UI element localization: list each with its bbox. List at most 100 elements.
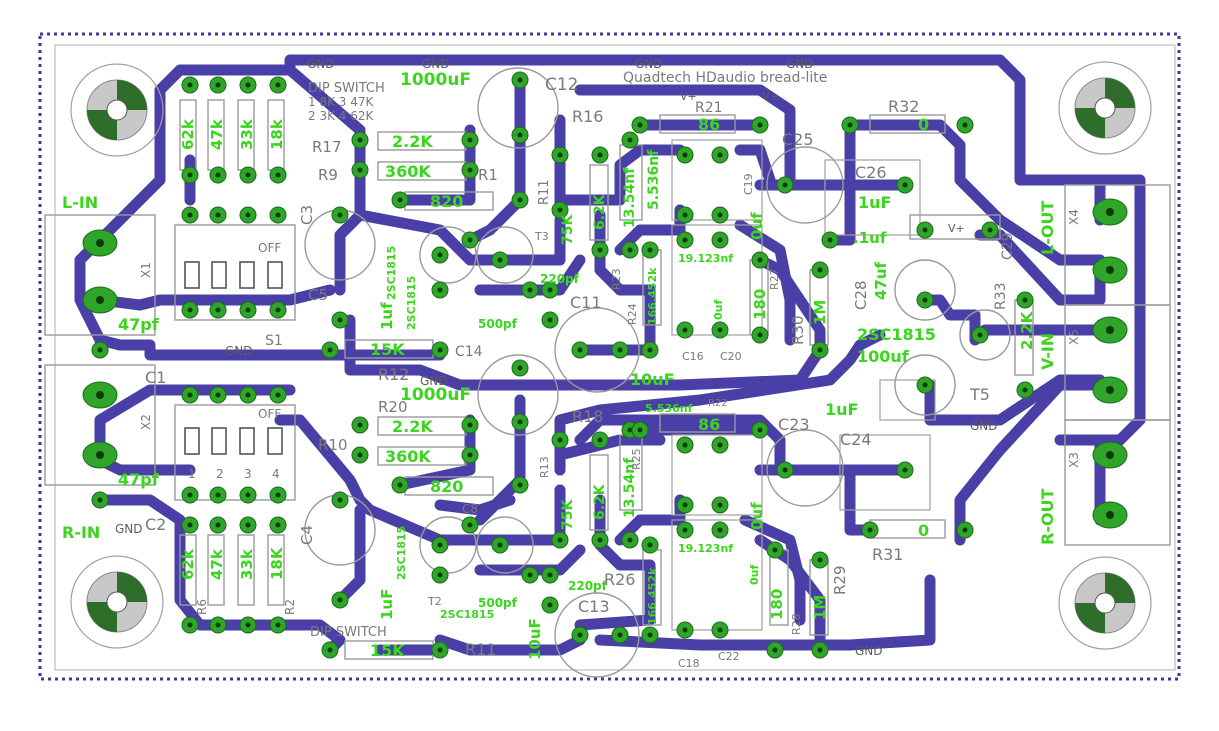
drill-hole (717, 152, 723, 158)
drill-hole (617, 632, 623, 638)
c23-ref: C23 (778, 415, 810, 434)
drill-hole (637, 427, 643, 433)
drill-hole (902, 182, 908, 188)
label-r-in: R-IN (62, 523, 100, 542)
drill-hole (275, 622, 281, 628)
r24-value: 166.452k (646, 267, 659, 325)
t3-outline (476, 226, 534, 284)
drill-hole (245, 212, 251, 218)
drill-hole (717, 627, 723, 633)
drill-hole (337, 317, 343, 323)
r7-body (589, 164, 609, 241)
drill-hole (187, 492, 193, 498)
r13-value: 75K (560, 499, 576, 530)
dip-num-3: 3 (244, 467, 252, 481)
dip-num-1: 1 (188, 467, 196, 481)
drill-hole (717, 237, 723, 243)
c11-value: 10uF (630, 370, 675, 389)
drill-hole (275, 492, 281, 498)
drill-hole (817, 557, 823, 563)
dip-title-bottom: DIP SWITCH (310, 625, 387, 640)
small-pads (91, 71, 1034, 659)
c11-outline (554, 307, 640, 393)
c13-ref: C13 (578, 597, 610, 616)
board-outline-dotted (38, 32, 1181, 681)
drill-hole (782, 182, 788, 188)
r11-ref: R11 (537, 179, 552, 205)
r28-ref: R28 (790, 613, 803, 635)
drill-hole (215, 392, 221, 398)
drill-hole (962, 122, 968, 128)
c14-ref: C14 (455, 344, 483, 360)
r8-value: 6.2K (592, 483, 608, 520)
c6-value: 1000uF (400, 385, 471, 405)
drill-hole (922, 227, 928, 233)
drill-hole (547, 317, 553, 323)
r4b-body (237, 534, 255, 606)
dip-num-2: 2 (216, 467, 224, 481)
mounting-hole-bottom-left (70, 555, 164, 649)
r2-value: 18K (268, 546, 286, 580)
r3-value: 33k (238, 118, 256, 150)
drill-hole (437, 347, 443, 353)
r23-ref: R23 (610, 268, 623, 290)
drill-hole (682, 502, 688, 508)
drill-hole (717, 442, 723, 448)
c2-value: 47pf (118, 470, 160, 489)
label-r-out: R-OUT (1038, 488, 1057, 545)
drill-hole (557, 152, 563, 158)
drill-hole (547, 602, 553, 608)
drill-hole (187, 622, 193, 628)
drill-hole (902, 467, 908, 473)
c4-value: 1uF (378, 589, 396, 620)
r1-value: 18k (268, 118, 286, 150)
r20-value: 2.2K (392, 417, 433, 436)
c12-outline (477, 67, 559, 149)
drill-hole (597, 437, 603, 443)
drill-hole (757, 427, 763, 433)
pads (82, 71, 1128, 659)
c3-value: 1uf (378, 302, 396, 330)
r5-value: 47k (208, 118, 226, 150)
r33-value: 2.2K (1018, 310, 1036, 350)
drill-hole (682, 627, 688, 633)
drill-hole (772, 647, 778, 653)
drill-hole (97, 347, 103, 353)
r2b-body (207, 534, 225, 606)
drill-hole (1022, 297, 1028, 303)
dip-switch-s2-levers (184, 427, 283, 455)
c22-value: 0uf (748, 565, 761, 585)
c7-value: 220pf (540, 272, 580, 286)
board-outline-inner (54, 44, 1176, 671)
drill-hole (547, 572, 553, 578)
label-v-in: V-IN (1038, 333, 1057, 370)
c28-ref: C28 (852, 280, 870, 310)
dip-row1: 1 8K 3 47K (308, 95, 374, 109)
t2-ref: T2 (427, 595, 442, 608)
drill-hole (682, 442, 688, 448)
drill-hole (922, 297, 928, 303)
drill-hole (682, 527, 688, 533)
net-gnd-4: GND (786, 57, 814, 71)
c18-value: 19.123nf (678, 542, 733, 555)
drill-hole (527, 287, 533, 293)
drill-hole (682, 152, 688, 158)
pad-group (82, 198, 1128, 529)
drill-hole (527, 572, 533, 578)
c23-value: 1uF (825, 400, 858, 419)
c2-ref: C2 (145, 515, 166, 534)
c19-ref: C19 (742, 173, 755, 195)
drill-hole (187, 212, 193, 218)
dip-num-4: 4 (272, 467, 280, 481)
drill-hole (847, 122, 853, 128)
r12-value: 15K (370, 340, 405, 359)
r27-value: 180 (751, 289, 769, 320)
r29-ref: R29 (831, 565, 849, 595)
drill-hole (647, 347, 653, 353)
r12-ref: R12 (378, 365, 409, 384)
label-x5: X5 (1067, 329, 1081, 345)
drill-hole (817, 647, 823, 653)
r22-ref: R22 (708, 398, 728, 409)
net-vplus-2: V+ (762, 90, 779, 103)
drill-hole (867, 527, 873, 533)
